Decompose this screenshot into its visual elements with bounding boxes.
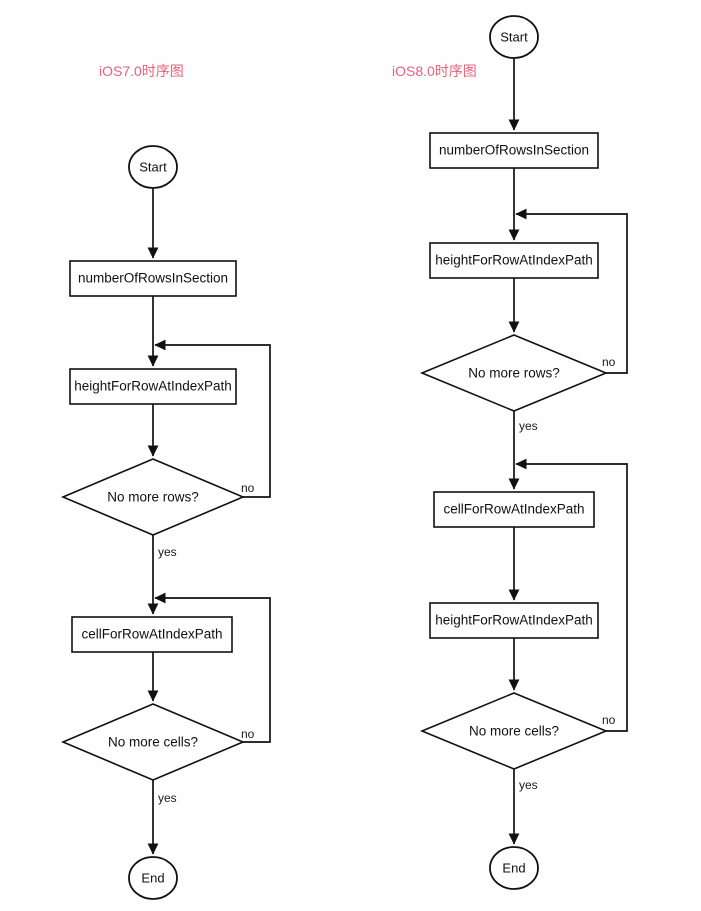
edge-label-rows-yes-ios7: yes: [158, 545, 177, 559]
edge-label-cells-no-ios7: no: [241, 727, 255, 741]
edge-label-rows-no-ios7: no: [241, 481, 255, 495]
node-start-ios7[interactable]: [128, 145, 178, 189]
edge-nomorerows-no-loopback: [154, 339, 271, 498]
node-nomorerows-ios8[interactable]: [419, 334, 609, 412]
node-start-ios7-label: Start: [139, 159, 167, 174]
edge-label-cells-no-ios8: no: [602, 713, 616, 727]
node-heightforrowatindexpath-ios7-label: heightForRowAtIndexPath: [74, 379, 232, 394]
edge-label-cells-yes-ios8: yes: [519, 778, 538, 792]
edge-label-cells-yes-ios7: yes: [158, 791, 177, 805]
edge-nomorecells-no-loopback-ios8: [515, 458, 628, 732]
node-end-ios8-label: End: [502, 860, 525, 875]
node-cellforrowatindexpath-ios7-label: cellForRowAtIndexPath: [81, 627, 222, 642]
node-heightforrowatindexpath-ios7[interactable]: [69, 368, 237, 405]
node-start-ios8[interactable]: [489, 15, 539, 59]
node-heightforrowatindexpath-1-ios8[interactable]: [429, 242, 599, 279]
chart-title-ios7: iOS7.0时序图: [99, 63, 184, 79]
chart-title-ios8: iOS8.0时序图: [392, 63, 477, 79]
flowchart-ios8: loop back above heightForRowAtIndexPath …: [419, 15, 628, 890]
node-heightforrowatindexpath-2-ios8-label: heightForRowAtIndexPath: [435, 613, 593, 628]
node-nomorerows-ios8-label: No more rows?: [468, 366, 560, 381]
node-heightforrowatindexpath-2-ios8[interactable]: [429, 602, 599, 639]
node-end-ios8[interactable]: [489, 846, 539, 890]
node-numberofrowsinsection-ios8[interactable]: [429, 132, 599, 169]
node-numberofrowsinsection-ios8-label: numberOfRowsInSection: [439, 143, 589, 158]
edge-label-rows-yes-ios8: yes: [519, 419, 538, 433]
node-end-ios7-label: End: [141, 870, 164, 885]
node-end-ios7[interactable]: [128, 856, 178, 900]
node-cellforrowatindexpath-ios8-label: cellForRowAtIndexPath: [443, 502, 584, 517]
node-nomorecells-ios8[interactable]: [419, 692, 609, 770]
node-numberofrowsinsection-ios7-label: numberOfRowsInSection: [78, 271, 228, 286]
node-nomorecells-ios7[interactable]: [60, 703, 246, 781]
node-nomorerows-ios7[interactable]: [60, 458, 246, 536]
node-start-ios8-label: Start: [500, 29, 528, 44]
node-nomorecells-ios8-label: No more cells?: [469, 724, 559, 739]
edge-nomorecells-no-loopback: [154, 592, 271, 743]
edge-nomorerows-no-loopback-ios8: [515, 208, 628, 374]
node-nomorerows-ios7-label: No more rows?: [107, 490, 199, 505]
edge-label-rows-no-ios8: no: [602, 355, 616, 369]
node-cellforrowatindexpath-ios8[interactable]: [433, 491, 595, 528]
node-nomorecells-ios7-label: No more cells?: [108, 735, 198, 750]
node-heightforrowatindexpath-1-ios8-label: heightForRowAtIndexPath: [435, 253, 593, 268]
node-numberofrowsinsection-ios7[interactable]: [69, 260, 237, 297]
node-cellforrowatindexpath-ios7[interactable]: [71, 616, 233, 653]
